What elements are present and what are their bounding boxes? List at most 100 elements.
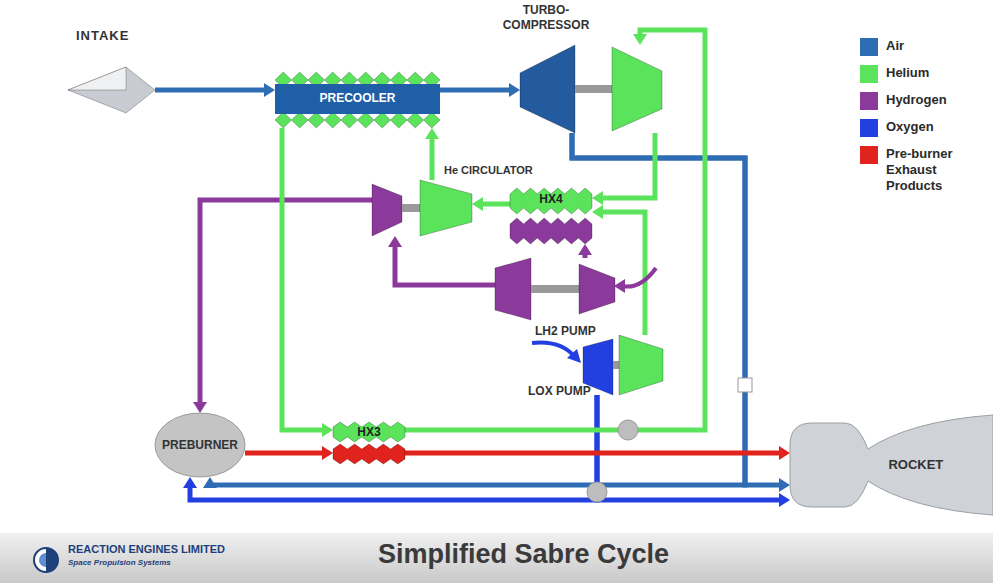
legend-text: Hydrogen [886, 92, 947, 108]
arrow-head [779, 478, 790, 492]
flow-pipe [405, 451, 781, 456]
compressor [420, 180, 472, 236]
arrow-head [203, 477, 217, 488]
shaft [402, 204, 422, 212]
flow-pipe [245, 446, 333, 460]
footer-band [0, 533, 993, 583]
junction [618, 420, 638, 440]
component-label: INTAKE [76, 29, 129, 43]
legend-swatch [860, 65, 878, 83]
legend-row: Helium [860, 65, 992, 83]
legend-text: Pre-burner Exhaust Products [886, 146, 992, 194]
rocket-nozzle [790, 415, 993, 515]
he-circulator-shape [372, 180, 472, 236]
company-text: REACTION ENGINES LIMITED [68, 543, 225, 555]
junction [587, 482, 607, 502]
component-label: TURBO-COMPRESSOR [496, 3, 596, 33]
legend-swatch [860, 38, 878, 56]
turbine [612, 47, 662, 131]
flow-pipe [245, 451, 324, 456]
intake-cone: INTAKE [68, 25, 155, 125]
flow-pipe [597, 395, 781, 500]
arrow-head [388, 236, 402, 247]
arrow-head [779, 493, 790, 507]
diagram-caption: Simplified Sabre Cycle [378, 539, 669, 570]
arrow-head [578, 244, 592, 255]
flow-pipe [440, 88, 511, 93]
flow-pipe [440, 83, 520, 97]
flow-pipe [430, 137, 435, 180]
flow-pipe [481, 202, 510, 207]
valve [738, 378, 752, 392]
legend-text: Air [886, 38, 904, 54]
legend-text: Helium [886, 65, 929, 81]
arrow-head [592, 191, 603, 205]
component-label: LH2 PUMP [535, 324, 596, 338]
arrow-head [472, 197, 483, 211]
turbine [372, 184, 402, 236]
preburner-vessel [155, 413, 245, 477]
intake-cone [68, 67, 155, 113]
company-text: Space Propulsion Systems [68, 558, 171, 567]
shaft [575, 85, 615, 93]
preburner: PREBURNER [155, 413, 245, 477]
lox-pump-shape [583, 335, 663, 395]
rocket-nozzle: ROCKET [790, 415, 993, 515]
lox-pump: LOX PUMP [583, 335, 663, 395]
legend-swatch [860, 92, 878, 110]
heat-exchanger: HX4 [510, 188, 592, 244]
arrow-head [264, 83, 275, 97]
flow-pipe [282, 128, 324, 430]
heat-exchanger-fins [510, 188, 592, 214]
flow-pipe [282, 128, 333, 437]
flow-pipe [425, 128, 439, 180]
heat-exchanger-fins [275, 112, 440, 128]
company-logo [39, 553, 46, 567]
arrow-head [633, 34, 647, 45]
arrow-head [322, 423, 333, 437]
component-label: ROCKET [888, 458, 943, 472]
arrow-head [193, 402, 207, 413]
precooler: PRECOOLER [275, 72, 440, 128]
component-label: PREBURNER [162, 438, 238, 452]
flow-pipe [601, 212, 645, 335]
intake-cone [68, 67, 126, 90]
flow-pipe [190, 395, 597, 500]
component-label: HX4 [539, 192, 562, 206]
turbo-compressor: TURBO-COMPRESSOR [520, 45, 662, 133]
flow-pipe [155, 88, 266, 93]
arrow-head [592, 205, 603, 219]
component-label: PRECOOLER [319, 91, 395, 105]
flow-pipe [388, 236, 495, 285]
turbine [495, 258, 531, 320]
arrow-head [322, 446, 333, 460]
flow-pipe [572, 133, 790, 492]
lox-inlet-head [567, 349, 581, 363]
heat-exchanger-fins [510, 218, 592, 244]
component-label: HX3 [357, 425, 380, 439]
arrow-head [509, 83, 520, 97]
turbine [619, 335, 663, 395]
air-duct [275, 84, 440, 114]
flow-pipe [405, 30, 705, 430]
compressor [520, 45, 575, 133]
pump [579, 264, 615, 314]
flow-pipe [155, 83, 275, 97]
lh2-pump: LH2 PUMP [495, 258, 615, 320]
legend: AirHeliumHydrogenOxygenPre-burner Exhaus… [860, 38, 992, 203]
flow-pipe [472, 197, 510, 211]
legend-row: Pre-burner Exhaust Products [860, 146, 992, 194]
heat-exchanger: HX3 [333, 422, 405, 464]
flow-pipe [601, 133, 655, 198]
flow-pipe [592, 205, 645, 335]
arrow-head [779, 446, 790, 460]
flow-pipe [405, 446, 790, 460]
legend-row: Air [860, 38, 992, 56]
he-circulator: He CIRCULATOR [372, 180, 472, 236]
lh2-inlet [622, 268, 656, 287]
flow-pipe [210, 133, 745, 486]
lox-inlet [532, 343, 574, 356]
turbo-compressor-shape [520, 45, 662, 133]
shaft [531, 285, 581, 293]
legend-row: Hydrogen [860, 92, 992, 110]
